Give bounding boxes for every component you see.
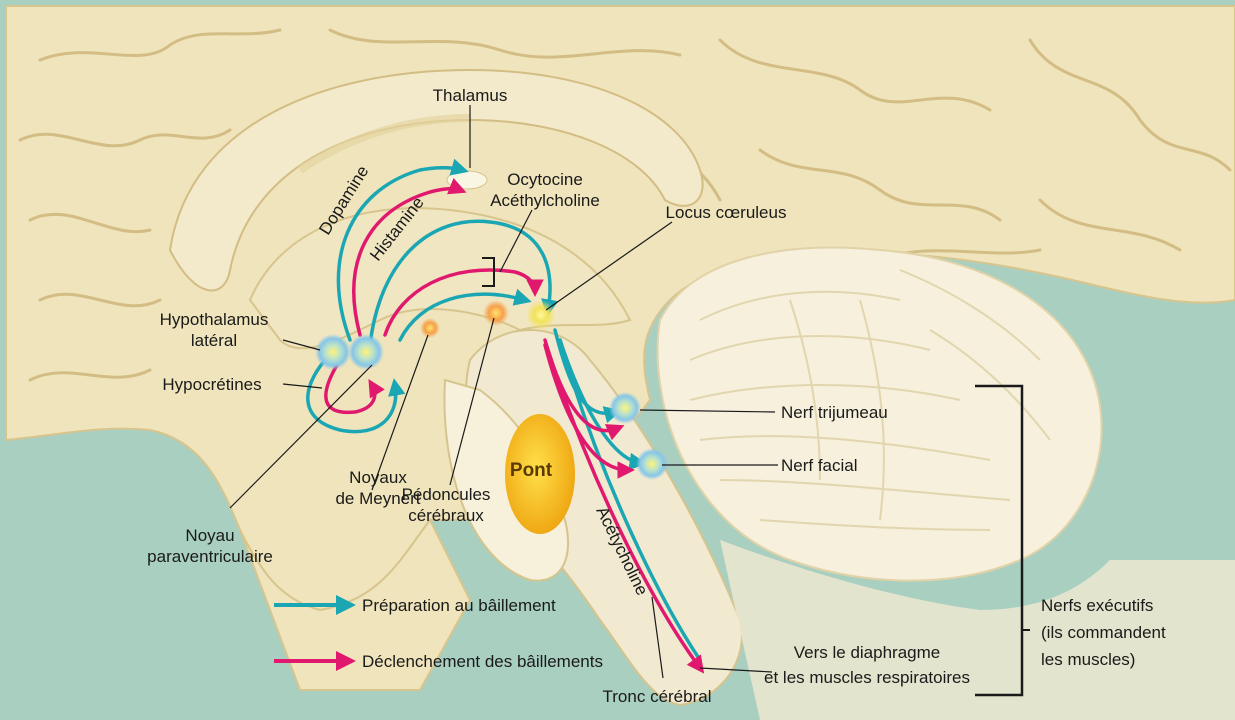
label-vers-1: Vers le diaphragme <box>794 643 940 662</box>
meynert-nucleus <box>420 318 440 338</box>
label-ocytocine: Ocytocine <box>507 170 583 189</box>
legend-declenchement-label: Déclenchement des bâillements <box>362 652 603 671</box>
label-pedoncules-2: cérébraux <box>408 506 484 525</box>
legend-preparation-label: Préparation au bâillement <box>362 596 556 615</box>
hypothalamus-nucleus <box>315 334 351 370</box>
trigeminal-nucleus <box>609 392 641 424</box>
facial-nucleus <box>636 448 668 480</box>
label-pedoncules-1: Pédoncules <box>402 485 491 504</box>
label-tronc-cerebral: Tronc cérébral <box>603 687 712 706</box>
label-nerf-facial: Nerf facial <box>781 456 858 475</box>
label-hypothalamus-1: Hypothalamus <box>160 310 269 329</box>
label-noyau-2: paraventriculaire <box>147 547 273 566</box>
label-thalamus: Thalamus <box>433 86 508 105</box>
label-locus-coeruleus: Locus cœruleus <box>666 203 787 222</box>
label-hypocretines: Hypocrétines <box>162 375 261 394</box>
label-vers-2: et les muscles respiratoires <box>764 668 970 687</box>
label-nerfs-1: Nerfs exécutifs <box>1041 596 1153 615</box>
locus-coeruleus-nucleus <box>526 300 556 330</box>
label-noyau-1: Noyau <box>185 526 234 545</box>
thalamus-shape <box>447 171 487 189</box>
peduncle-nucleus <box>483 300 509 326</box>
label-nerf-trijumeau: Nerf trijumeau <box>781 403 888 422</box>
label-pont: Pont <box>510 460 553 481</box>
label-nerfs-3: les muscles) <box>1041 650 1135 669</box>
paraventricular-nucleus <box>348 334 384 370</box>
label-nerfs-2: (ils commandent <box>1041 623 1166 642</box>
label-acetylcholine-top: Acéthylcholine <box>490 191 600 210</box>
label-noyaux-1: Noyaux <box>349 468 407 487</box>
label-hypothalamus-2: latéral <box>191 331 237 350</box>
